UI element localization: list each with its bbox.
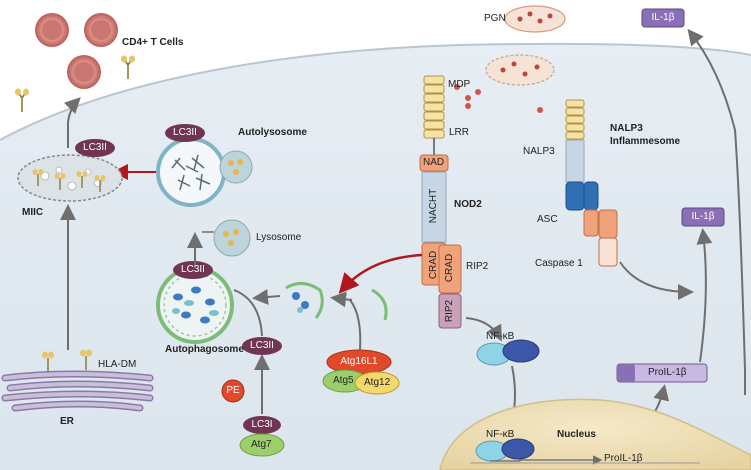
il1b-top-box xyxy=(641,8,685,28)
il1b-top-label: IL-1β xyxy=(651,12,675,23)
lc3i-pill xyxy=(243,416,281,434)
asc-label: ASC xyxy=(537,214,558,225)
autolysosome-shape xyxy=(156,137,226,207)
rip2-box-label: RIP2 xyxy=(444,299,455,323)
vesicle-icon xyxy=(40,166,102,191)
autophagosome-label: Autophagosome xyxy=(165,344,244,355)
nalp3-inflammesome-line1: NALP3 xyxy=(610,123,643,134)
il1b-mid-box xyxy=(681,207,725,227)
miic-label: MIIC xyxy=(22,207,44,218)
lc3ii-autophagosome-pill xyxy=(173,261,213,279)
lc3ii-miic-pill xyxy=(75,139,115,157)
lc3ii-autophagosome-label: LC3II xyxy=(181,264,205,275)
asc-box-1 xyxy=(565,181,585,211)
caspase-box-1 xyxy=(583,209,599,237)
crad-right-label: CRAD xyxy=(444,253,455,283)
crad-right-box xyxy=(438,244,462,294)
nucleus-label: Nucleus xyxy=(557,429,596,440)
lc3ii-autolysosome-label: LC3II xyxy=(173,127,197,138)
caspase-box-3 xyxy=(598,237,618,267)
rip2-label: RIP2 xyxy=(466,261,489,272)
autolysosome-lysosome xyxy=(219,150,253,184)
autophagosome-shape xyxy=(156,266,234,344)
nfkb-cyto-2 xyxy=(502,339,540,363)
cell-membrane xyxy=(0,42,751,141)
bacteria-icon xyxy=(485,5,566,86)
nalp3-nacht xyxy=(565,139,585,183)
atg7-shape xyxy=(239,433,285,457)
lc3ii-mid-pill xyxy=(242,337,282,355)
hla-dm-label: HLA-DM xyxy=(98,359,137,370)
lc3ii-miic-label: LC3II xyxy=(83,142,107,153)
nacht-box xyxy=(421,171,447,243)
lysosome-label: Lysosome xyxy=(256,232,302,243)
miic-shape xyxy=(17,154,123,202)
mdp-label: MDP xyxy=(448,79,471,90)
nfkb-nuc-2 xyxy=(501,438,535,460)
pe-label: PE xyxy=(226,385,240,396)
caspase1-label: Caspase 1 xyxy=(535,258,583,269)
crad-left-label: CRAD xyxy=(428,250,439,280)
pe-shape xyxy=(221,379,245,403)
caspase-box-2 xyxy=(598,209,618,239)
nalp3-label: NALP3 xyxy=(523,146,555,157)
er-label: ER xyxy=(60,416,74,427)
rip2-box xyxy=(438,293,462,329)
lc3i-label: LC3I xyxy=(251,419,273,430)
nad-label: NAD xyxy=(423,157,445,168)
nacht-label: NACHT xyxy=(428,188,439,224)
proil1b-cyto-label: ProIL-1β xyxy=(648,367,687,378)
lrr-label: LRR xyxy=(449,127,470,138)
autolysosome-label: Autolysosome xyxy=(238,127,307,138)
atg5-label: Atg5 xyxy=(333,375,354,386)
il1b-mid-label: IL-1β xyxy=(691,211,715,222)
atg7-label: Atg7 xyxy=(251,439,272,450)
lc3ii-autolysosome-pill xyxy=(165,124,205,142)
nad-box xyxy=(419,154,449,172)
lysosome-shape xyxy=(213,219,251,257)
atg12-label: Atg12 xyxy=(364,377,391,388)
pgn-label: PGN xyxy=(484,13,506,24)
atg12-shape xyxy=(354,371,400,395)
nod2-label: NOD2 xyxy=(454,199,482,210)
nfkb-nucleus-label: NF-κB xyxy=(486,429,515,440)
phagophore xyxy=(285,282,388,321)
proil1b-nucleus-label: ProIL-1β xyxy=(604,453,643,464)
nfkb-cyto-label: NF-κB xyxy=(486,331,515,342)
lc3ii-mid-label: LC3II xyxy=(250,340,274,351)
asc-box-2 xyxy=(583,181,599,211)
t-cell-icon xyxy=(35,13,118,89)
nalp3-lrr xyxy=(565,99,585,140)
cd4-t-cells-label: CD4+ T Cells xyxy=(122,37,184,48)
arrow-icon xyxy=(63,97,81,148)
nalp3-inflammesome-line2: Inflammesome xyxy=(610,136,681,147)
nod2-lrr xyxy=(423,75,445,139)
atg16l1-label: Atg16L1 xyxy=(340,356,378,367)
